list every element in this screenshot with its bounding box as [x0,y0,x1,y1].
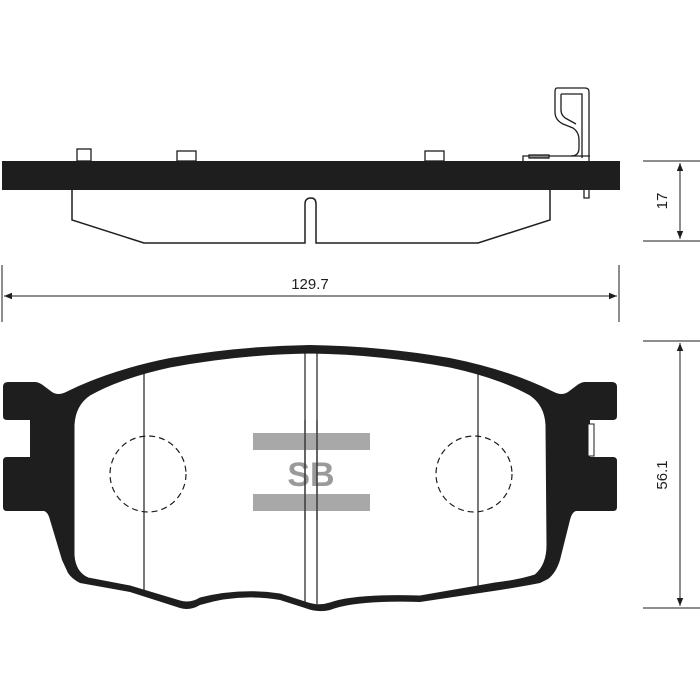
top-tab-right [424,150,445,162]
height-label: 56.1 [654,460,671,489]
side-view: 17 [2,87,700,244]
length-dimension: 129.7 [1,265,620,322]
thickness-label: 17 [654,193,671,210]
right-ear-slot [587,423,595,457]
sb-logo: SB [253,420,370,520]
friction-material-side [71,190,551,244]
piston-circle-left [109,435,187,513]
height-dimension: 56.1 [643,340,700,609]
front-view: SB 56.1 [3,340,700,612]
length-label: 129.7 [291,276,329,293]
logo-text: SB [287,456,334,494]
thickness-dimension: 17 [643,160,700,242]
piston-circle-right [435,435,513,513]
top-tab-middle [176,150,197,162]
top-tab-left [76,148,92,162]
logo-bar-bottom [253,494,370,511]
backing-plate-side [2,161,620,190]
friction-pad-front [73,352,548,606]
logo-bar-top [253,433,370,450]
wear-indicator-clip [522,87,590,199]
